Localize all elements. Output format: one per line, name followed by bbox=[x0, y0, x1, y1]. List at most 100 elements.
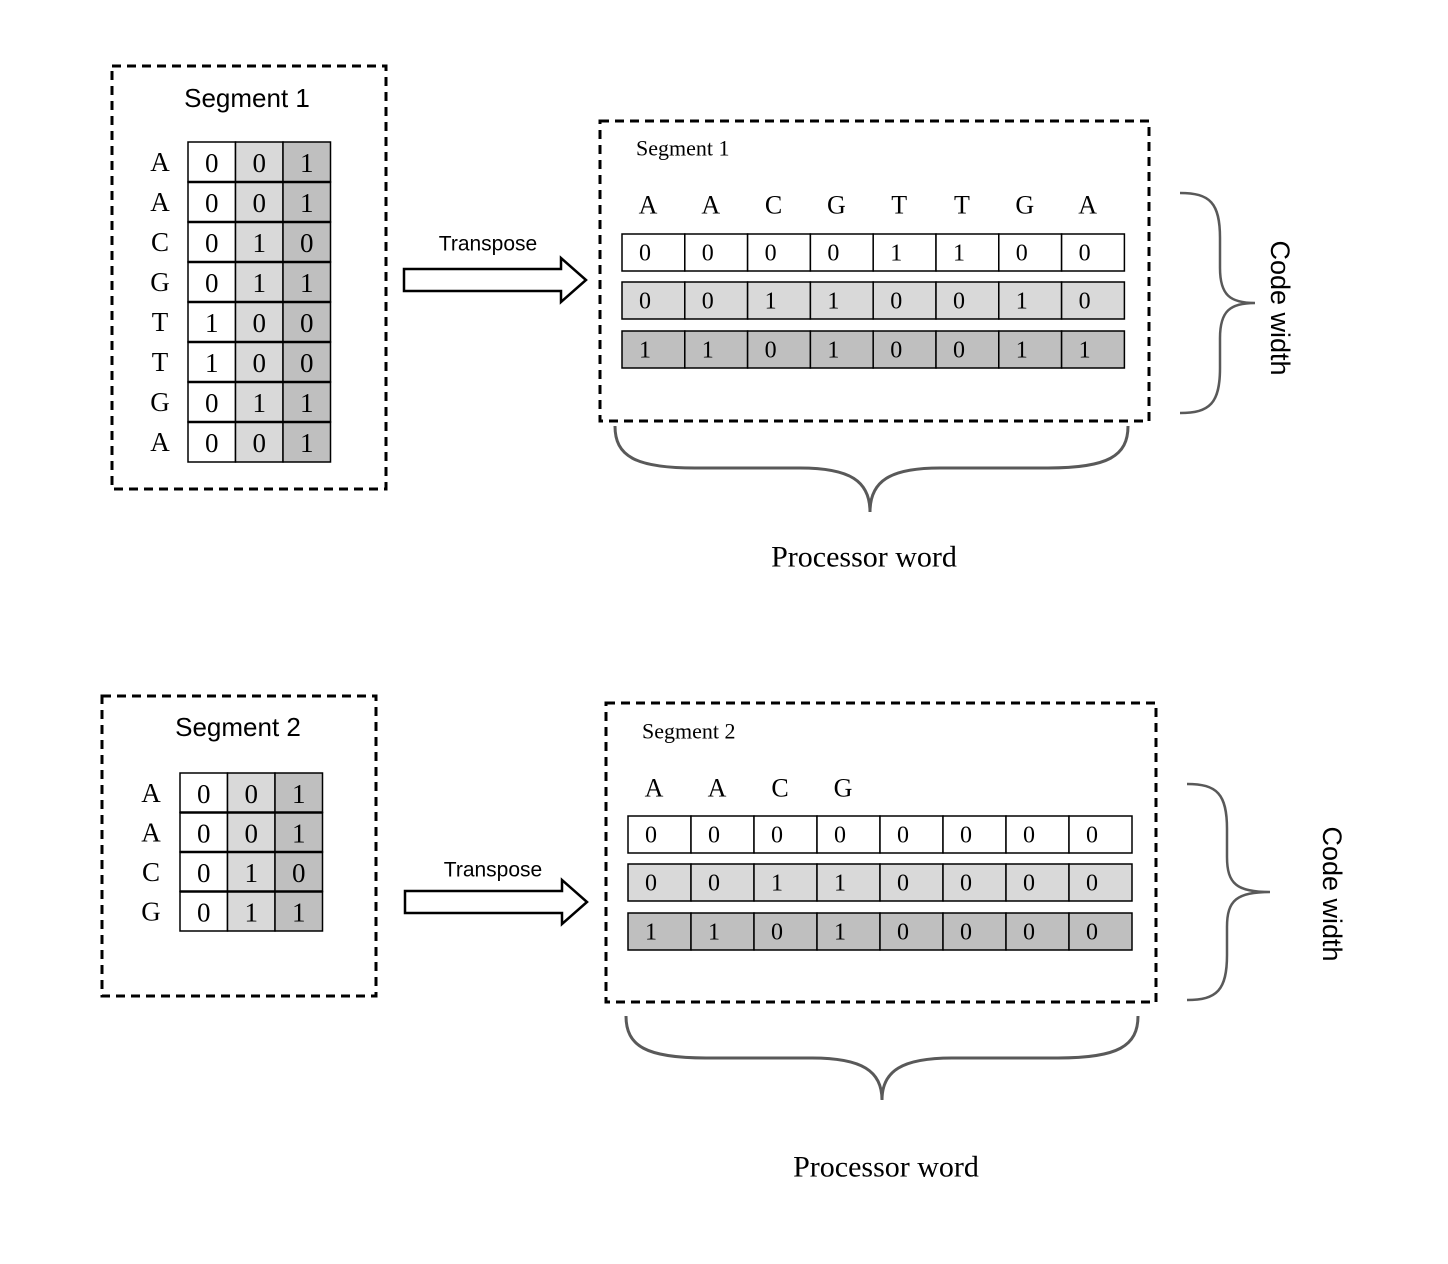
word-cell bbox=[879, 863, 944, 902]
word-cell bbox=[621, 281, 686, 320]
word-cell bbox=[942, 815, 1007, 854]
code-cell bbox=[187, 301, 237, 343]
code-cell bbox=[274, 811, 324, 853]
code-cell bbox=[179, 890, 229, 932]
word-cell bbox=[753, 863, 818, 902]
word-cell bbox=[690, 815, 755, 854]
code-bit: 0 bbox=[300, 228, 314, 258]
word-cell bbox=[809, 330, 874, 369]
transposed-base-label: A bbox=[708, 774, 727, 803]
base-label: A bbox=[141, 778, 161, 808]
word-cell bbox=[746, 233, 812, 272]
code-cell bbox=[282, 341, 332, 383]
word-bit: 1 bbox=[708, 920, 720, 946]
code-bit: 0 bbox=[292, 858, 306, 888]
code-cell bbox=[234, 141, 284, 183]
code-cell bbox=[282, 221, 332, 263]
word-cell bbox=[872, 330, 937, 369]
code-bit: 1 bbox=[245, 858, 259, 888]
word-cell bbox=[753, 912, 818, 951]
word-cell bbox=[621, 233, 686, 272]
code-bit: 1 bbox=[292, 779, 306, 809]
code-bit: 1 bbox=[253, 388, 267, 418]
code-width-brace bbox=[1186, 782, 1271, 1002]
word-bit: 0 bbox=[765, 338, 777, 364]
code-bit: 0 bbox=[205, 228, 219, 258]
word-bit: 0 bbox=[1079, 241, 1091, 267]
word-bit: 0 bbox=[1023, 920, 1035, 946]
word-bit: 1 bbox=[890, 241, 902, 267]
code-cell bbox=[282, 181, 332, 223]
code-bit: 0 bbox=[253, 308, 267, 338]
code-bit: 1 bbox=[205, 348, 219, 378]
transpose-label: Transpose bbox=[439, 233, 537, 256]
code-bit: 1 bbox=[300, 188, 314, 218]
code-cell bbox=[187, 261, 237, 303]
code-bit: 0 bbox=[197, 858, 211, 888]
transpose-arrow bbox=[403, 877, 589, 927]
code-cell bbox=[226, 811, 276, 853]
word-bit: 0 bbox=[897, 823, 909, 849]
word-bit: 1 bbox=[645, 920, 657, 946]
code-bit: 0 bbox=[253, 188, 267, 218]
code-bit: 1 bbox=[253, 228, 267, 258]
word-bit: 0 bbox=[953, 338, 965, 364]
base-label: C bbox=[151, 227, 169, 257]
word-bit: 0 bbox=[953, 289, 965, 315]
word-cell bbox=[879, 912, 944, 951]
word-cell bbox=[690, 863, 755, 902]
word-bit: 0 bbox=[960, 871, 972, 897]
code-bit: 0 bbox=[253, 348, 267, 378]
code-cell bbox=[274, 772, 324, 814]
base-label: T bbox=[152, 307, 169, 337]
word-bit: 0 bbox=[1086, 871, 1098, 897]
processor-word-brace bbox=[624, 1015, 1140, 1101]
word-bit: 0 bbox=[645, 871, 657, 897]
word-cell bbox=[746, 281, 812, 320]
word-cell bbox=[684, 281, 749, 320]
transposed-base-label: A bbox=[639, 191, 658, 220]
word-cell bbox=[879, 815, 944, 854]
word-bit: 0 bbox=[708, 823, 720, 849]
code-bit: 1 bbox=[300, 268, 314, 298]
transpose-label: Transpose bbox=[444, 859, 542, 882]
segment-title: Segment 1 bbox=[184, 83, 310, 113]
word-bit: 0 bbox=[765, 241, 777, 267]
word-bit: 1 bbox=[1079, 338, 1091, 364]
word-bit: 1 bbox=[771, 871, 783, 897]
transposed-base-label: G bbox=[1015, 191, 1034, 220]
word-bit: 1 bbox=[702, 338, 714, 364]
word-cell bbox=[816, 863, 881, 902]
transposed-box bbox=[604, 701, 1158, 1004]
code-bit: 0 bbox=[205, 388, 219, 418]
word-cell bbox=[935, 233, 1000, 272]
code-cell bbox=[226, 772, 276, 814]
code-bit: 0 bbox=[197, 897, 211, 927]
word-bit: 0 bbox=[960, 920, 972, 946]
word-cell bbox=[816, 815, 881, 854]
word-cell bbox=[942, 912, 1007, 951]
base-label: G bbox=[150, 267, 170, 297]
word-cell bbox=[753, 815, 818, 854]
transposed-base-label: T bbox=[891, 191, 907, 220]
word-bit: 1 bbox=[834, 920, 846, 946]
segment-box bbox=[110, 64, 388, 491]
code-bit: 0 bbox=[205, 428, 219, 458]
word-bit: 0 bbox=[1016, 241, 1028, 267]
word-bit: 1 bbox=[639, 338, 651, 364]
word-cell bbox=[1060, 233, 1126, 272]
word-cell bbox=[935, 281, 1000, 320]
word-cell bbox=[998, 281, 1063, 320]
base-label: G bbox=[141, 896, 161, 926]
word-cell bbox=[1068, 912, 1133, 951]
word-cell bbox=[627, 912, 692, 951]
transposed-title: Segment 1 bbox=[636, 136, 730, 161]
word-bit: 1 bbox=[827, 338, 839, 364]
word-bit: 0 bbox=[639, 241, 651, 267]
code-bit: 1 bbox=[292, 818, 306, 848]
base-label: A bbox=[141, 817, 161, 847]
word-bit: 1 bbox=[827, 289, 839, 315]
word-bit: 0 bbox=[897, 920, 909, 946]
